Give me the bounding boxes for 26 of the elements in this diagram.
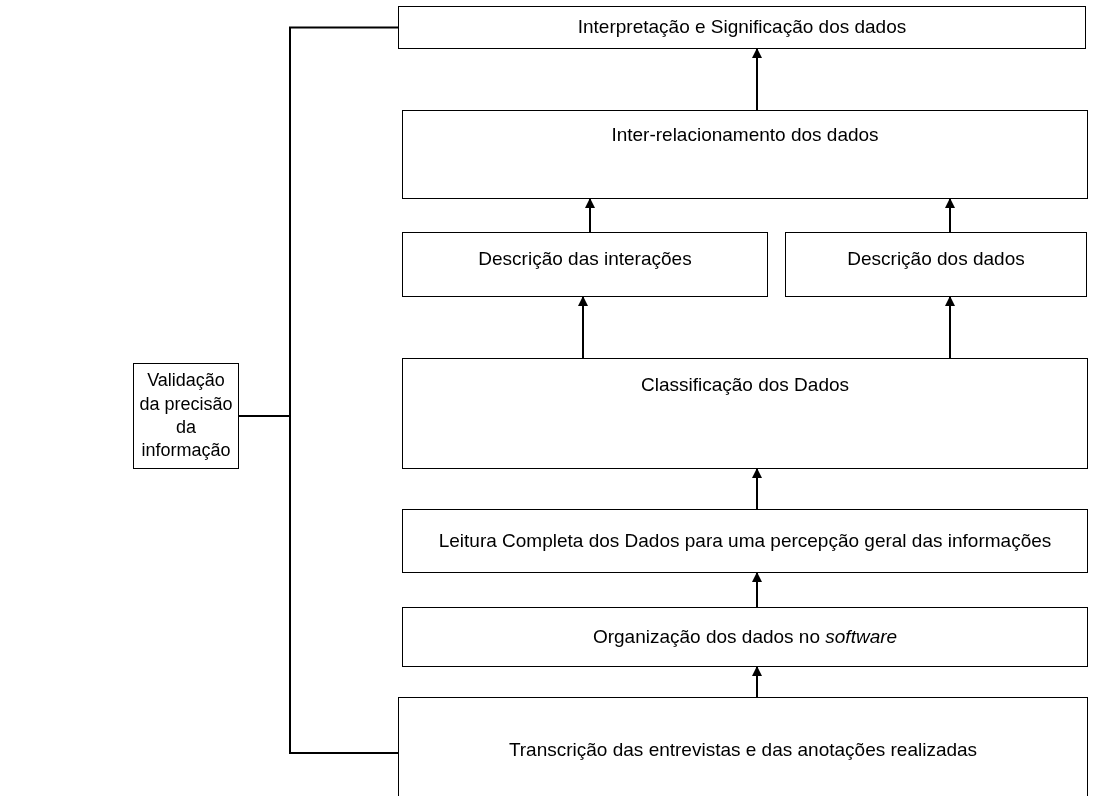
box-label: Descrição das interações <box>478 247 692 271</box>
box-label: Validação da precisão da informação <box>138 369 234 463</box>
process-box <box>398 697 1088 796</box>
side-box <box>133 363 239 469</box>
arrow <box>752 572 762 608</box>
process-box <box>785 232 1087 297</box>
box-label: Transcrição das entrevistas e das anotações realizadas <box>508 738 978 762</box>
box-label: Classificação dos Dados <box>640 373 849 397</box>
process-box <box>398 6 1086 49</box>
process-box <box>402 509 1088 573</box>
box-label: Interpretação e Significação dos dados <box>577 15 907 40</box>
process-box <box>402 607 1088 667</box>
process-box <box>402 358 1088 469</box>
arrow <box>752 666 762 698</box>
box-label: Leitura Completa dos Dados para uma percepção geral das informações <box>438 528 1052 553</box>
arrow <box>578 296 588 359</box>
box-label: Descrição dos dados <box>847 247 1025 271</box>
process-box <box>402 110 1088 199</box>
box-label: Inter-relacionamento dos dados <box>611 123 879 147</box>
arrow <box>945 296 955 359</box>
arrow <box>752 48 762 111</box>
arrow <box>752 468 762 510</box>
box-label: Organização dos dados no software <box>592 624 898 649</box>
arrow <box>945 198 955 233</box>
process-box <box>402 232 768 297</box>
arrow <box>585 198 595 233</box>
